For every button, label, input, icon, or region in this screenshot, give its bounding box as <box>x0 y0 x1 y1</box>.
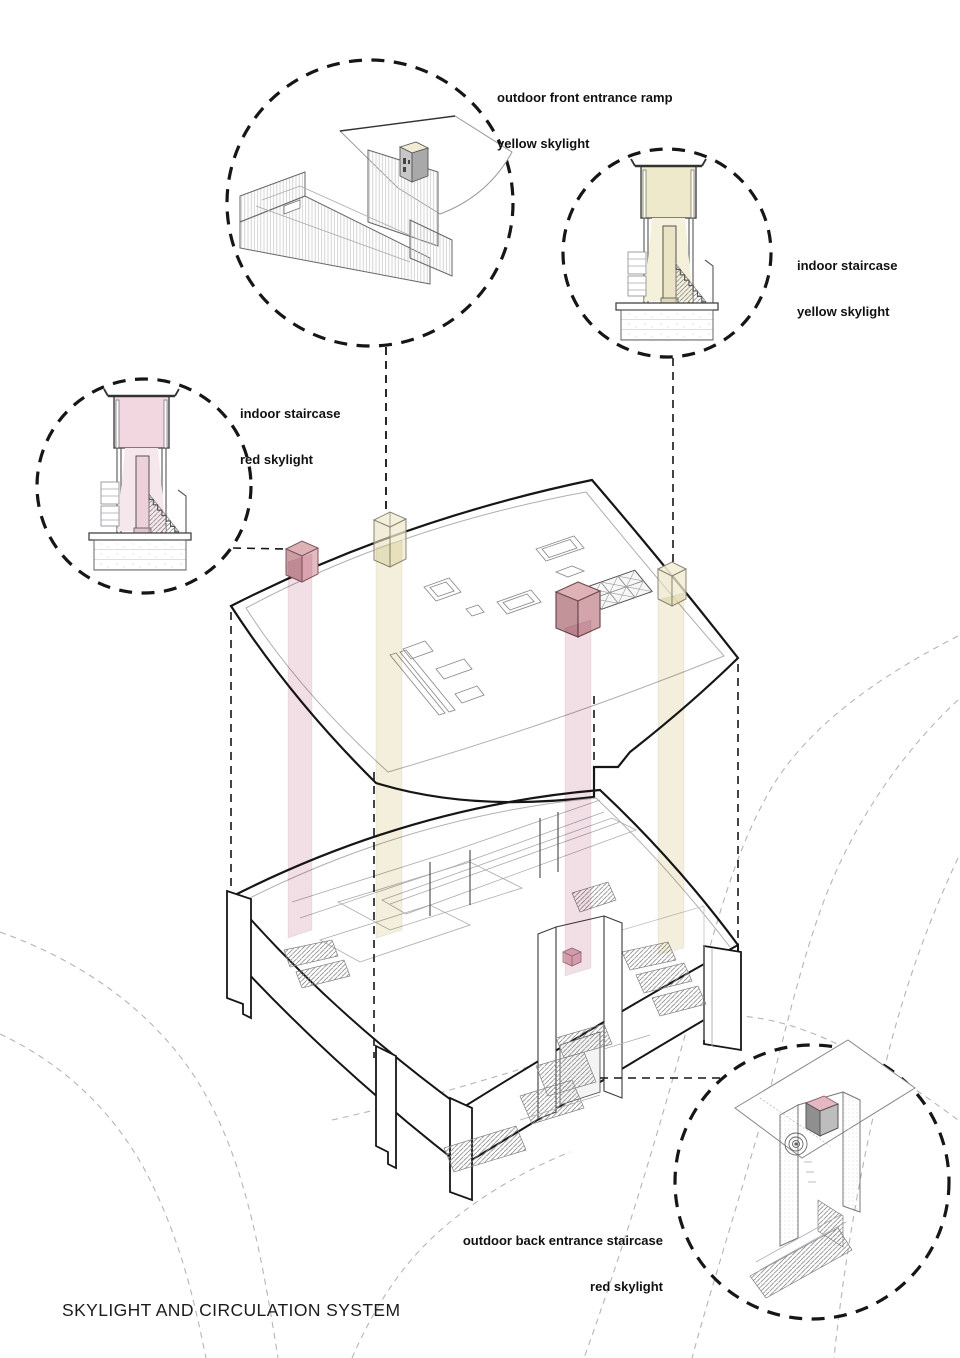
callout-circle-front-ramp <box>225 58 515 348</box>
label-back-stair-line2: red skylight <box>590 1279 663 1294</box>
front-ramp-drawing <box>239 115 513 285</box>
callout-leader-lines <box>232 347 722 1079</box>
leader-indoor-stair-red <box>232 547 289 550</box>
back-entrance-stairs <box>443 1023 651 1173</box>
yellow-light-beam-left <box>375 539 403 939</box>
callout-circle-indoor-stair-red <box>35 377 253 595</box>
front-ramp-tower <box>398 141 430 183</box>
explosion-guide-lines <box>230 347 739 1058</box>
label-front-ramp-line2: yellow skylight <box>497 136 590 151</box>
red-light-beam-center <box>564 619 592 977</box>
label-indoor-stair-red: indoor staircase red skylight <box>240 379 340 471</box>
shell-inner-offset <box>241 797 731 948</box>
yellow-light-beam-right <box>657 592 685 956</box>
label-indoor-stair-yellow-line1: indoor staircase <box>797 258 898 273</box>
label-indoor-stair-red-line1: indoor staircase <box>240 406 341 421</box>
back-stair-red-skylight-cube <box>804 1095 840 1137</box>
label-indoor-stair-red-line2: red skylight <box>240 452 313 467</box>
label-indoor-stair-yellow: indoor staircase yellow skylight <box>797 231 897 323</box>
red-light-beam-left <box>287 553 313 939</box>
callout-back-stair <box>673 1039 951 1321</box>
callout-front-ramp <box>225 58 515 348</box>
indoor-stair-red-drawing <box>88 388 192 571</box>
roof-openings <box>389 535 586 716</box>
label-back-stair: outdoor back entrance staircase red skyl… <box>413 1206 663 1298</box>
callout-circle-indoor-stair-yellow <box>561 147 773 359</box>
shell-leg-left <box>226 889 252 1020</box>
label-front-ramp-line1: outdoor front entrance ramp <box>497 90 673 105</box>
callout-indoor-stair-red <box>35 377 253 595</box>
roof-outline <box>229 478 740 804</box>
label-back-stair-line1: outdoor back entrance staircase <box>462 1233 663 1248</box>
roof-inner-offset <box>245 491 725 773</box>
indoor-stair-yellow-drawing <box>615 158 719 341</box>
diagram-title: SKYLIGHT AND CIRCULATION SYSTEM <box>62 1300 401 1320</box>
roof-plane <box>229 478 740 804</box>
shell-leg-front-left <box>375 1044 397 1170</box>
back-stair-drawing <box>734 1039 916 1299</box>
label-front-ramp: outdoor front entrance ramp yellow skyli… <box>497 63 673 155</box>
label-indoor-stair-yellow-line2: yellow skylight <box>797 304 890 319</box>
exploded-axonometric <box>226 347 742 1202</box>
light-beams <box>287 539 685 977</box>
spiral-stair-symbol <box>784 1132 808 1156</box>
shell-front-face-left <box>230 894 463 1169</box>
shell-leg-right <box>703 944 742 1052</box>
callout-indoor-stair-yellow <box>561 147 773 359</box>
callout-circle-back-stair <box>673 1043 951 1321</box>
